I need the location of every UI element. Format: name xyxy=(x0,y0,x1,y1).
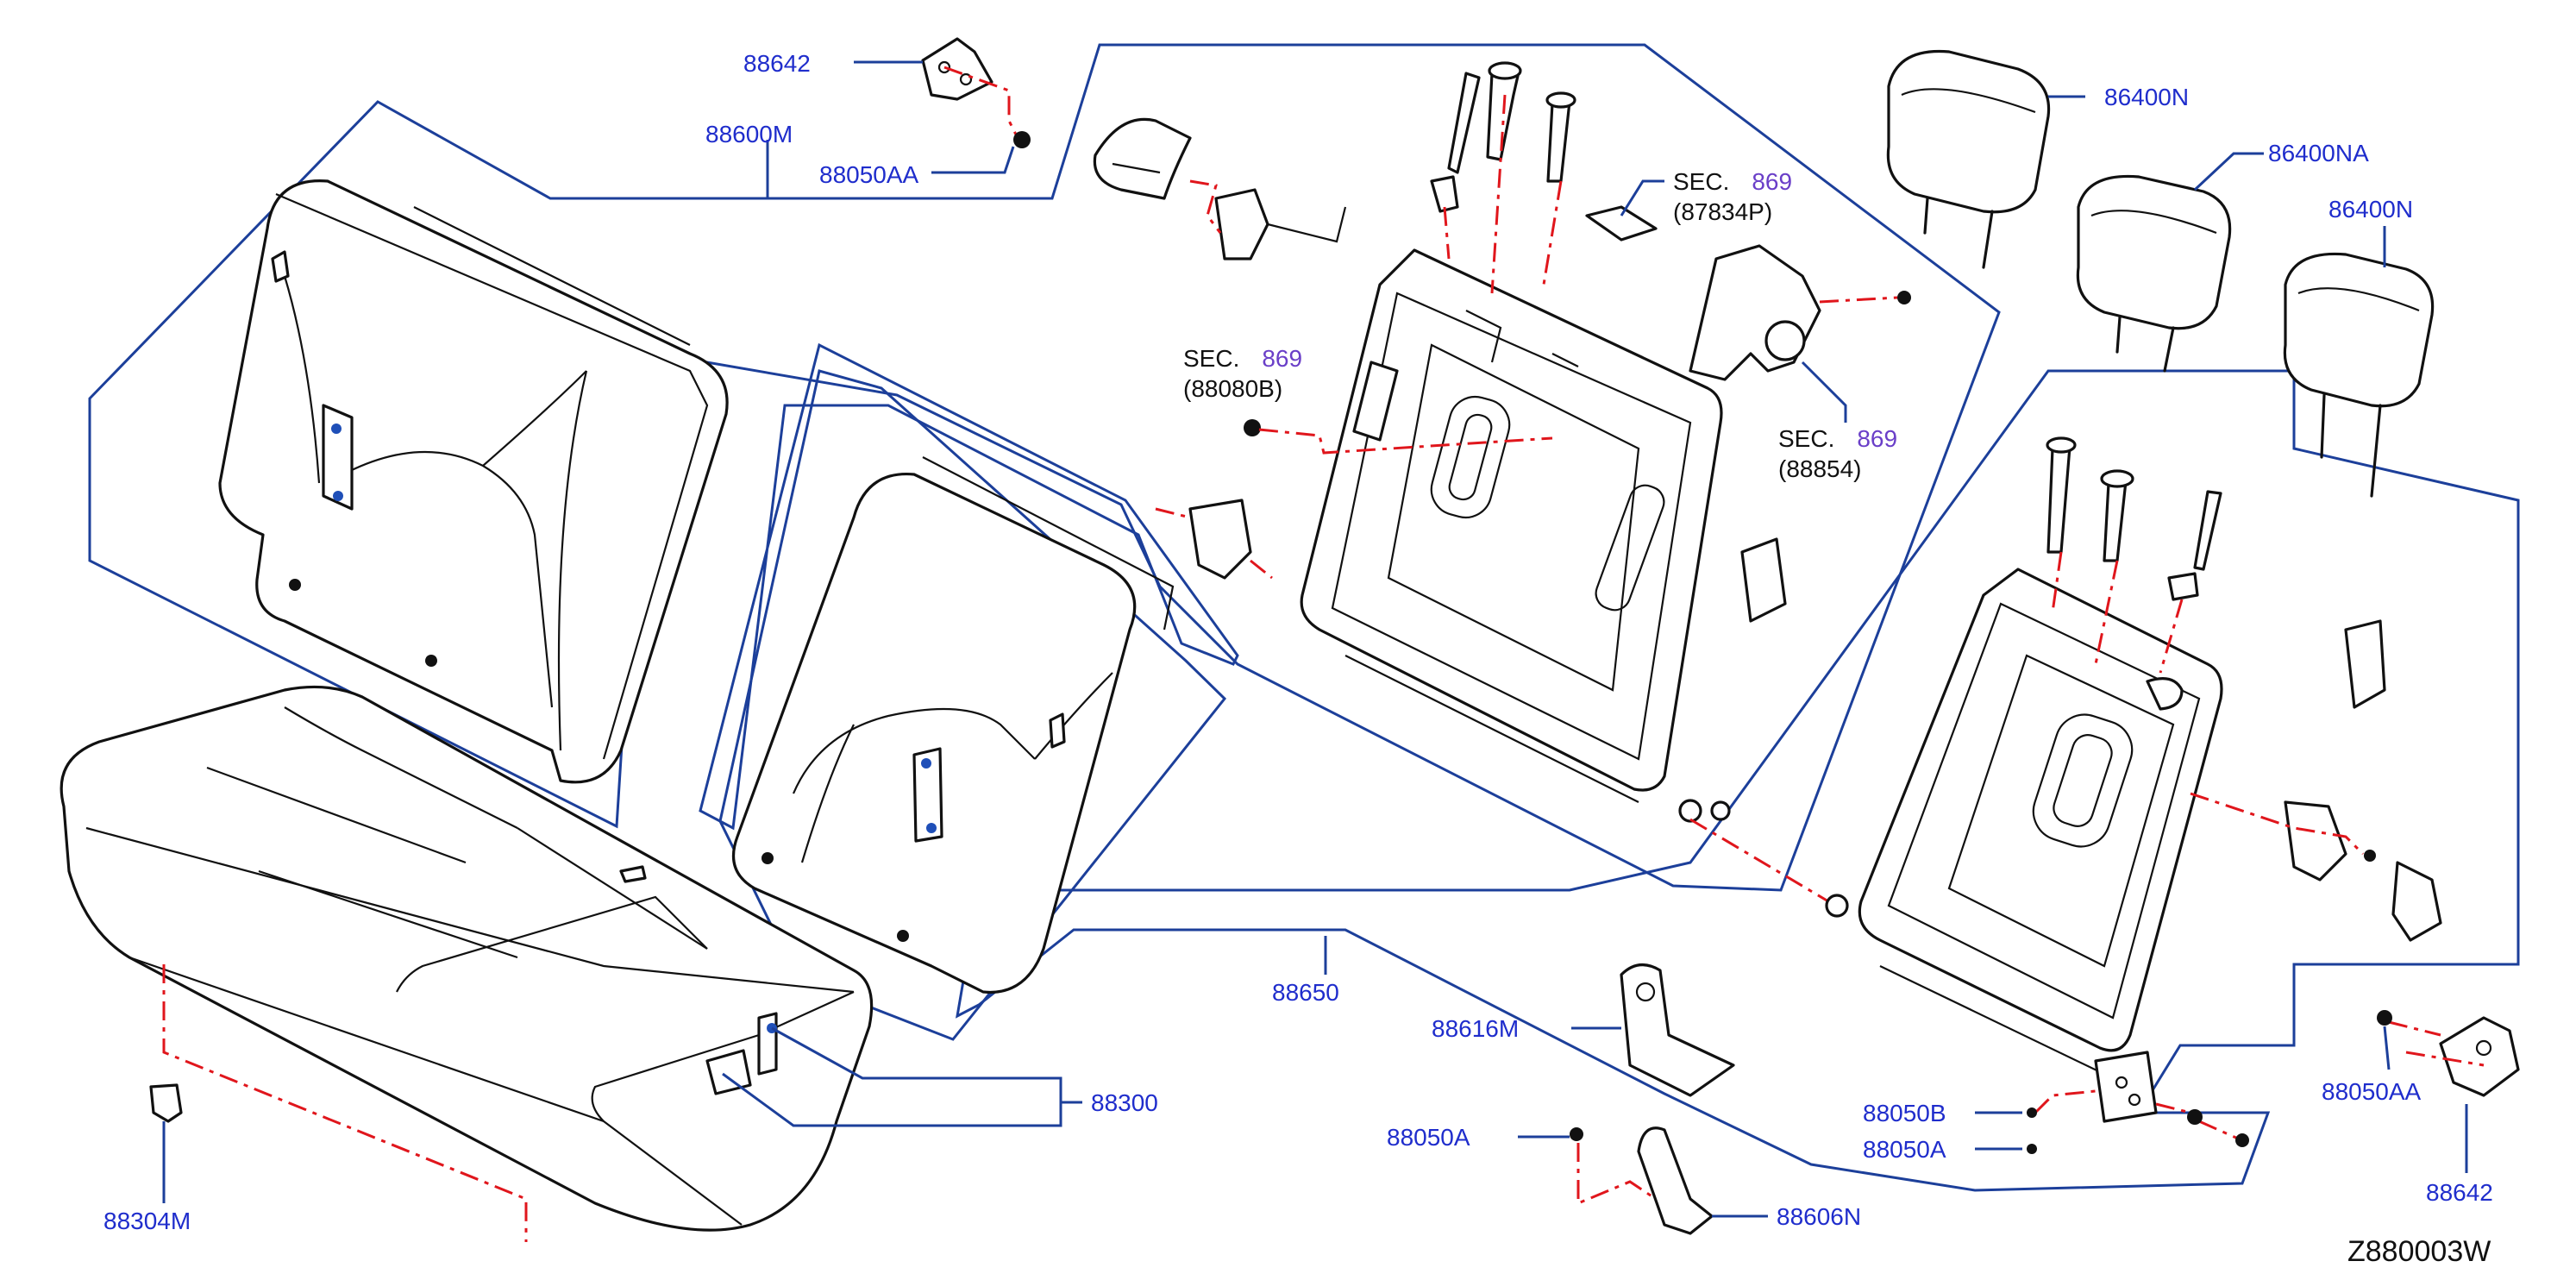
bracket-88606N xyxy=(1637,1126,1714,1235)
bolt-88050B-b xyxy=(2235,1133,2249,1147)
seat-lock-right xyxy=(2284,800,2347,882)
hinge-88642-bottom xyxy=(2439,1016,2520,1097)
headrest-86400N-left xyxy=(1886,49,2051,269)
headrest-86400NA xyxy=(2076,174,2232,373)
seat-back-right-group-outline xyxy=(956,369,2520,1192)
buckle-right xyxy=(2344,619,2386,709)
label-88050AA-right: 88050AA xyxy=(2322,1078,2422,1105)
bolt-88050AA-top xyxy=(1013,131,1031,148)
section-prefix: SEC. xyxy=(1183,345,1239,372)
label-86400N-2: 86400N xyxy=(2328,196,2413,223)
seat-back-frame-right xyxy=(1858,568,2223,1079)
label-88050A-right: 88050A xyxy=(1863,1136,1946,1163)
pivot-left-lower xyxy=(1678,799,1731,823)
clip-upper xyxy=(1430,175,1459,213)
bolt-88050B-a xyxy=(2187,1109,2203,1125)
seat-back-left xyxy=(218,179,729,784)
seat-back-small xyxy=(731,456,1175,995)
axis-lock-left xyxy=(1189,179,1222,234)
bolt-right-1 xyxy=(2046,436,2077,554)
section-ref-88080B-code: (88080B) xyxy=(1183,375,1282,402)
section-ref-87834P: SEC. 869 xyxy=(1673,168,1792,195)
leader-88050AA-right xyxy=(2383,1026,2391,1070)
latch-top-left xyxy=(1093,117,1192,200)
section-number: 869 xyxy=(1752,168,1792,195)
clip-right xyxy=(2167,572,2199,601)
axis-bolts-upper xyxy=(1443,94,1563,294)
bolt-88050AA-right xyxy=(2377,1010,2392,1026)
label-88300: 88300 xyxy=(1091,1089,1158,1116)
label-88050A-left: 88050A xyxy=(1387,1124,1470,1151)
leader-88854 xyxy=(1801,361,1847,423)
bracket-left-mid xyxy=(1188,499,1252,580)
label-88304M: 88304M xyxy=(103,1208,191,1234)
axis-pivot xyxy=(1689,818,1829,903)
headrest-86400N-right xyxy=(2283,252,2435,498)
tag-87834P xyxy=(1585,205,1658,242)
bolt-88050A-c xyxy=(2027,1144,2037,1154)
leader-88300 xyxy=(722,1026,1082,1127)
bolt-upper-1 xyxy=(1447,72,1481,174)
label-88642-bottom: 88642 xyxy=(2426,1179,2493,1206)
section-number: 869 xyxy=(1857,425,1897,452)
hinge-88642-top xyxy=(921,37,993,101)
label-88600M: 88600M xyxy=(705,121,793,147)
bolt-right-3 xyxy=(2193,490,2222,571)
axis-88642-top xyxy=(943,66,1019,139)
seat-back-frame-left xyxy=(1300,248,1723,803)
bolt-88050A-left xyxy=(1570,1127,1583,1141)
seat-cushion xyxy=(60,685,874,1232)
axis-lock-right xyxy=(2190,792,2365,856)
label-88642-top: 88642 xyxy=(743,50,811,77)
leader-87834P xyxy=(1620,179,1664,216)
bracket-right-lower xyxy=(2391,861,2442,942)
section-ref-88080B: SEC. 869 xyxy=(1183,345,1302,372)
axis-88050B xyxy=(2034,1089,2239,1140)
buckle-left xyxy=(1740,537,1787,623)
seat-lock-left xyxy=(1214,188,1347,260)
axis-retractor xyxy=(1819,296,1898,304)
bolt-lock-right xyxy=(2364,850,2376,862)
belt-retractor-88854 xyxy=(1689,244,1821,381)
bolt-upper-2 xyxy=(1486,61,1522,161)
section-prefix: SEC. xyxy=(1673,168,1729,195)
label-88050AA-top: 88050AA xyxy=(819,161,919,188)
seat-back-small-outline xyxy=(699,342,1239,831)
section-number: 869 xyxy=(1262,345,1302,372)
bolt-upper-3 xyxy=(1545,91,1576,183)
clip-88304M xyxy=(149,1083,183,1123)
nut-88080B xyxy=(1244,419,1261,436)
axis-88050A-left xyxy=(1576,1143,1657,1206)
section-ref-87834P-code: (87834P) xyxy=(1673,198,1772,225)
leader-86400NA xyxy=(2193,152,2264,191)
axis-88642-bottom xyxy=(2388,1020,2485,1067)
bracket-88050B xyxy=(2094,1051,2158,1123)
leader-88050AA-top xyxy=(931,146,1015,174)
label-88050B: 88050B xyxy=(1863,1100,1946,1126)
label-86400NA: 86400NA xyxy=(2268,140,2369,166)
label-86400N-1: 86400N xyxy=(2104,84,2189,110)
label-88650: 88650 xyxy=(1272,979,1339,1006)
bracket-88616M xyxy=(1620,963,1735,1097)
section-ref-88854: SEC. 869 xyxy=(1778,425,1897,452)
axis-88304M xyxy=(162,964,528,1242)
axis-88080B xyxy=(1258,428,1553,455)
bolt-88050B-c xyxy=(2027,1107,2037,1118)
diagram-code: Z880003W xyxy=(2347,1235,2491,1268)
axis-bolts-right xyxy=(2051,551,2184,674)
bolt-retractor xyxy=(1897,291,1911,304)
bolt-right-2 xyxy=(2100,469,2134,562)
label-88616M: 88616M xyxy=(1432,1015,1519,1042)
section-ref-88854-code: (88854) xyxy=(1778,455,1862,482)
section-prefix: SEC. xyxy=(1778,425,1834,452)
washer-pivot xyxy=(1825,894,1849,918)
label-88606N: 88606N xyxy=(1777,1203,1861,1230)
axis-bracket-left-mid xyxy=(1155,507,1273,580)
